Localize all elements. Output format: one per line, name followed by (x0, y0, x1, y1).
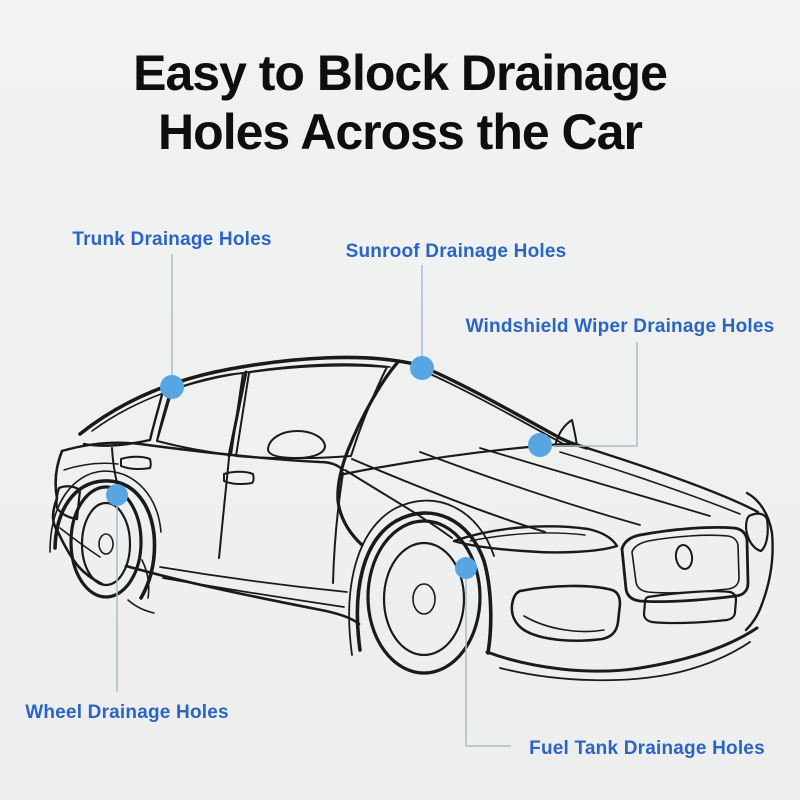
label-trunk-drainage-holes: Trunk Drainage Holes (72, 229, 272, 250)
rear-rim (80, 501, 132, 587)
grille-outer (620, 525, 750, 604)
sedan-line-drawing-icon (49, 355, 774, 682)
rear-hub (98, 533, 114, 555)
bumper-intake (510, 584, 622, 643)
title-line-1: Easy to Block Drainage (133, 45, 668, 101)
right-headlight (744, 512, 769, 553)
headlight (452, 525, 619, 554)
callout-lines (116, 254, 638, 747)
rocker-line (124, 564, 361, 626)
trunk-shoulder-crease (63, 462, 119, 471)
side-mirror-icon (267, 430, 326, 459)
rear-wheel-arch (53, 479, 157, 600)
front-wheel-arch-outer (348, 499, 495, 656)
door-seam (218, 457, 230, 559)
rear-window-edge (82, 389, 165, 447)
far-a-pillar-line (426, 367, 589, 450)
windshield-callout-line (553, 342, 638, 447)
fuel-drainage-dot (455, 557, 477, 579)
hood-line-2 (419, 451, 641, 526)
page-title: Easy to Block Drainage Holes Across the … (0, 44, 800, 162)
sunroof-drainage-dot (410, 356, 434, 380)
hood-line-3 (479, 447, 711, 517)
label-wheel-drainage-holes: Wheel Drainage Holes (25, 702, 229, 723)
far-fender-edge-2 (559, 451, 741, 515)
far-mirror-icon (554, 419, 578, 447)
right-fender-edge (744, 491, 774, 632)
rear-wheel-arch-outer (49, 470, 162, 553)
front-bumper-bottom (485, 626, 759, 673)
front-wheel-arch (355, 511, 493, 655)
fender-crease (344, 469, 453, 539)
wheel-drainage-dot (106, 484, 128, 506)
mudguard-line (127, 559, 155, 614)
lower-grille (642, 590, 738, 625)
fuel-callout-line (465, 568, 511, 747)
rear-door-handle (120, 455, 152, 471)
far-fender-edge (585, 446, 760, 514)
drainage-point-dots (106, 356, 552, 579)
cowl-line (342, 442, 572, 476)
front-hub (412, 583, 436, 615)
near-a-pillar-line (336, 360, 400, 547)
beltline (60, 441, 345, 472)
trunk-drainage-dot (160, 375, 184, 399)
front-tire (366, 519, 482, 675)
grille-inner (631, 534, 740, 594)
grille-badge (674, 544, 694, 570)
door-bottom-crease-1 (159, 566, 348, 593)
bumper-intake-inner (523, 615, 605, 633)
door-bottom-crease-2 (162, 577, 345, 608)
windshield-inner-line (429, 373, 568, 447)
front-door-edge (332, 472, 344, 584)
front-door-handle (223, 470, 255, 486)
title-line-2: Holes Across the Car (158, 104, 643, 160)
rear-wheel-spokes (82, 504, 130, 584)
label-windshield-wiper-drainage-holes: Windshield Wiper Drainage Holes (465, 316, 775, 337)
label-sunroof-drainage-holes: Sunroof Drainage Holes (345, 241, 567, 262)
label-fuel-tank-drainage-holes: Fuel Tank Drainage Holes (529, 738, 765, 759)
hood-line-1 (351, 458, 546, 533)
rear-bumper-crease (59, 527, 101, 558)
roof-line (78, 355, 430, 436)
headlight-inner-line (469, 532, 586, 542)
b-pillar-line (227, 370, 248, 458)
taillight (55, 485, 82, 521)
front-wheel-spokes (385, 545, 463, 653)
windshield-drainage-dot (528, 433, 552, 457)
front-rim (382, 541, 466, 657)
rear-tire (69, 485, 143, 599)
front-bumper-lip (499, 641, 751, 682)
